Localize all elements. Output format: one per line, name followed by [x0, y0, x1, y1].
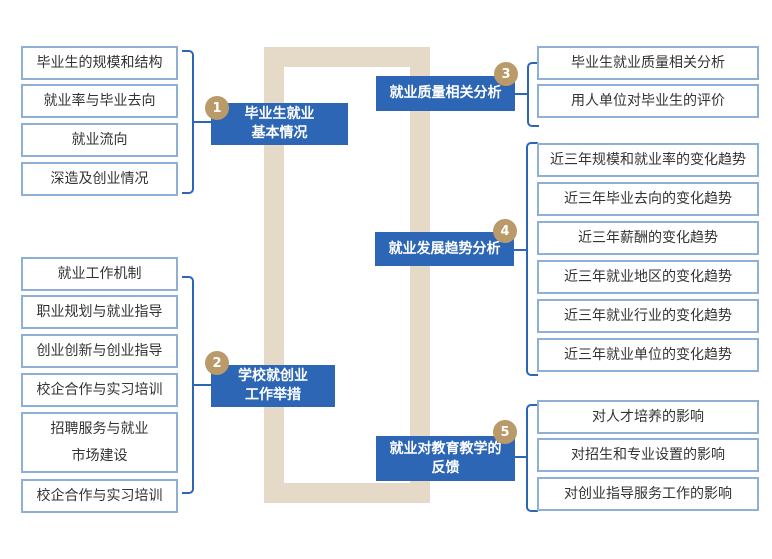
- badge-5: 5: [493, 420, 517, 444]
- connector-3: [515, 93, 527, 95]
- connector-5: [515, 456, 526, 458]
- item-2-2: 职业规划与就业指导: [21, 295, 178, 329]
- badge-1: 1: [205, 96, 229, 120]
- item-2-3: 创业创新与创业指导: [21, 334, 178, 368]
- item-2-6: 校企合作与实习培训: [21, 479, 178, 513]
- item-2-1: 就业工作机制: [21, 257, 178, 291]
- item-2-4: 校企合作与实习培训: [21, 373, 178, 407]
- item-4-5: 近三年就业行业的变化趋势: [537, 299, 759, 333]
- item-5-3: 对创业指导服务工作的影响: [537, 477, 759, 511]
- item-1-1: 毕业生的规模和结构: [21, 46, 178, 80]
- brace-4: [526, 142, 538, 376]
- connector-2: [194, 384, 211, 386]
- brace-2: [182, 276, 194, 494]
- category-5: 就业对教育教学的 反馈: [376, 436, 515, 481]
- badge-3: 3: [494, 62, 518, 86]
- brace-1: [182, 50, 194, 194]
- item-5-2: 对招生和专业设置的影响: [537, 438, 759, 472]
- item-4-2: 近三年毕业去向的变化趋势: [537, 182, 759, 216]
- badge-4: 4: [493, 219, 517, 243]
- category-3: 就业质量相关分析: [376, 76, 515, 111]
- category-1: 毕业生就业 基本情况: [211, 103, 348, 145]
- item-2-5: 招聘服务与就业 市场建设: [21, 412, 178, 473]
- category-2: 学校就创业 工作举措: [211, 365, 335, 407]
- item-5-1: 对人才培养的影响: [537, 400, 759, 434]
- item-4-6: 近三年就业单位的变化趋势: [537, 338, 759, 372]
- item-1-4: 深造及创业情况: [21, 162, 178, 196]
- badge-2: 2: [205, 351, 229, 375]
- brace-5: [526, 404, 538, 512]
- item-3-2: 用人单位对毕业生的评价: [537, 84, 759, 118]
- item-1-3: 就业流向: [21, 123, 178, 157]
- category-4: 就业发展趋势分析: [375, 232, 514, 266]
- brace-3: [527, 62, 539, 127]
- connector-4: [514, 249, 526, 251]
- item-3-1: 毕业生就业质量相关分析: [537, 46, 759, 80]
- item-1-2: 就业率与毕业去向: [21, 84, 178, 118]
- connector-1: [194, 121, 211, 123]
- item-4-3: 近三年薪酬的变化趋势: [537, 221, 759, 255]
- item-4-4: 近三年就业地区的变化趋势: [537, 260, 759, 294]
- item-4-1: 近三年规模和就业率的变化趋势: [537, 143, 759, 177]
